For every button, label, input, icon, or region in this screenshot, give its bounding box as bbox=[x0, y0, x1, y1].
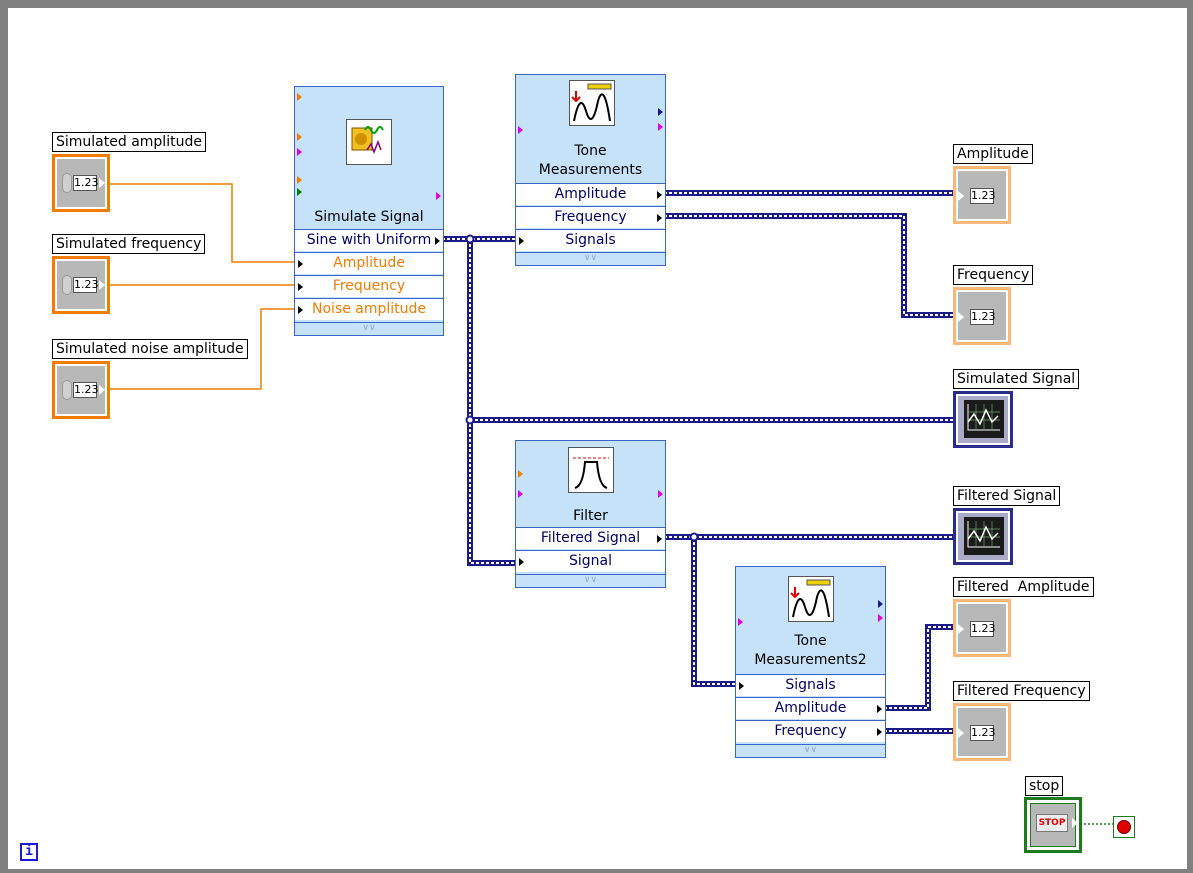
expand-arrows-icon[interactable]: ∨∨ bbox=[516, 574, 665, 587]
terminal-icon bbox=[297, 188, 302, 196]
noise-amplitude-input-row[interactable]: Noise amplitude bbox=[295, 298, 443, 320]
output-arrow-icon bbox=[99, 385, 105, 395]
filtered-signal-label[interactable]: Filtered Signal bbox=[953, 486, 1061, 506]
stop-button-terminal[interactable]: STOP bbox=[1024, 797, 1082, 853]
terminal-icon bbox=[297, 93, 302, 101]
amplitude-input-row[interactable]: Amplitude bbox=[295, 252, 443, 274]
output-arrow-icon bbox=[99, 178, 105, 188]
tone-measurement-icon bbox=[569, 80, 615, 126]
numeric-value: 1.23 bbox=[73, 277, 99, 293]
stop-button[interactable]: STOP bbox=[1036, 814, 1068, 832]
frequency-output-row[interactable]: Frequency bbox=[736, 720, 885, 742]
simulated-frequency-control[interactable]: 1.23 bbox=[52, 256, 110, 314]
filtered-signal-output-row[interactable]: Filtered Signal bbox=[516, 527, 665, 549]
frequency-indicator-label[interactable]: Frequency bbox=[953, 265, 1034, 285]
filtered-frequency-label[interactable]: Filtered Frequency bbox=[953, 681, 1090, 701]
simulate-signal-output-row[interactable]: Sine with Uniform bbox=[295, 229, 443, 251]
tone-measurements-vi[interactable]: Tone Measurements Amplitude Frequency Si… bbox=[515, 74, 666, 266]
terminal-icon bbox=[878, 600, 883, 608]
waveform-graph-icon bbox=[964, 517, 1004, 555]
terminal-icon bbox=[297, 148, 302, 156]
expand-arrows-icon[interactable]: ∨∨ bbox=[295, 322, 443, 335]
waveform-graph-icon bbox=[964, 400, 1004, 438]
input-arrow-icon bbox=[958, 191, 964, 201]
simulated-signal-label[interactable]: Simulated Signal bbox=[953, 369, 1080, 389]
filtered-amplitude-label[interactable]: Filtered Amplitude bbox=[953, 577, 1094, 597]
input-arrow-icon bbox=[958, 624, 964, 634]
simulated-frequency-label[interactable]: Simulated frequency bbox=[52, 234, 206, 254]
output-arrow-icon bbox=[1072, 818, 1078, 828]
numeric-value: 1.23 bbox=[73, 175, 99, 191]
numeric-value: 1.23 bbox=[970, 309, 996, 325]
input-arrow-icon bbox=[958, 728, 964, 738]
amplitude-indicator-label[interactable]: Amplitude bbox=[953, 144, 1033, 164]
simulated-amplitude-control[interactable]: 1.23 bbox=[52, 154, 110, 212]
signals-input-row[interactable]: Signals bbox=[516, 229, 665, 251]
terminal-icon bbox=[518, 490, 523, 498]
numeric-value: 1.23 bbox=[970, 188, 996, 204]
input-arrow-icon bbox=[958, 312, 964, 322]
amplitude-output-row[interactable]: Amplitude bbox=[516, 183, 665, 205]
vi-title-line2: Measurements2 bbox=[754, 652, 867, 668]
dynamic-wires bbox=[442, 190, 956, 734]
terminal-icon bbox=[518, 126, 523, 134]
frequency-input-row[interactable]: Frequency bbox=[295, 275, 443, 297]
amplitude-output-row[interactable]: Amplitude bbox=[736, 697, 885, 719]
simulated-amplitude-label[interactable]: Simulated amplitude bbox=[52, 132, 206, 152]
expand-arrows-icon[interactable]: ∨∨ bbox=[736, 744, 885, 757]
increment-icon bbox=[62, 173, 72, 193]
filtered-signal-graph[interactable] bbox=[953, 508, 1013, 565]
filtered-frequency-indicator[interactable]: 1.23 bbox=[953, 703, 1011, 761]
frequency-output-row[interactable]: Frequency bbox=[516, 206, 665, 228]
tone-measurements2-vi[interactable]: Tone Measurements2 Signals Amplitude Fre… bbox=[735, 566, 886, 758]
terminal-icon bbox=[436, 192, 441, 200]
wire-simulated-amplitude bbox=[110, 183, 298, 263]
increment-icon bbox=[62, 380, 72, 400]
wire-simulated-noise bbox=[110, 308, 298, 390]
terminal-icon bbox=[518, 470, 523, 478]
vi-title-line1: Tone bbox=[574, 143, 607, 159]
vi-title: Simulate Signal bbox=[314, 209, 424, 225]
terminal-icon bbox=[297, 176, 302, 184]
vi-title-line2: Measurements bbox=[538, 162, 643, 178]
numeric-wires bbox=[110, 183, 298, 390]
filtered-amplitude-indicator[interactable]: 1.23 bbox=[953, 599, 1011, 657]
terminal-icon bbox=[658, 108, 663, 116]
vi-title: Filter bbox=[573, 508, 608, 524]
simulated-noise-amplitude-control[interactable]: 1.23 bbox=[52, 361, 110, 419]
increment-icon bbox=[62, 275, 72, 295]
signals-input-row[interactable]: Signals bbox=[736, 674, 885, 696]
stop-if-true-icon bbox=[1117, 820, 1131, 834]
tone-measurement-icon bbox=[788, 576, 834, 622]
numeric-value: 1.23 bbox=[73, 382, 99, 398]
terminal-icon bbox=[297, 133, 302, 141]
filter-icon bbox=[568, 447, 614, 493]
numeric-value: 1.23 bbox=[970, 621, 996, 637]
terminal-icon bbox=[878, 614, 883, 622]
numeric-value: 1.23 bbox=[970, 725, 996, 741]
terminal-icon bbox=[658, 490, 663, 498]
simulate-signal-icon bbox=[346, 119, 392, 165]
expand-arrows-icon[interactable]: ∨∨ bbox=[516, 252, 665, 265]
output-arrow-icon bbox=[99, 280, 105, 290]
simulated-noise-amplitude-label[interactable]: Simulated noise amplitude bbox=[52, 339, 248, 359]
simulate-signal-vi[interactable]: Simulate Signal Sine with Uniform Amplit… bbox=[294, 86, 444, 336]
terminal-icon bbox=[658, 123, 663, 131]
simulated-signal-graph[interactable] bbox=[953, 391, 1013, 448]
vi-title-line1: Tone bbox=[794, 633, 827, 649]
filter-vi[interactable]: Filter Filtered Signal Signal ∨∨ bbox=[515, 440, 666, 588]
frequency-indicator[interactable]: 1.23 bbox=[953, 287, 1011, 345]
loop-condition-terminal[interactable] bbox=[1113, 816, 1135, 838]
terminal-icon bbox=[738, 618, 743, 626]
signal-input-row[interactable]: Signal bbox=[516, 550, 665, 572]
stop-label[interactable]: stop bbox=[1025, 776, 1064, 796]
iteration-terminal-icon[interactable]: i bbox=[20, 843, 38, 861]
amplitude-indicator[interactable]: 1.23 bbox=[953, 166, 1011, 224]
